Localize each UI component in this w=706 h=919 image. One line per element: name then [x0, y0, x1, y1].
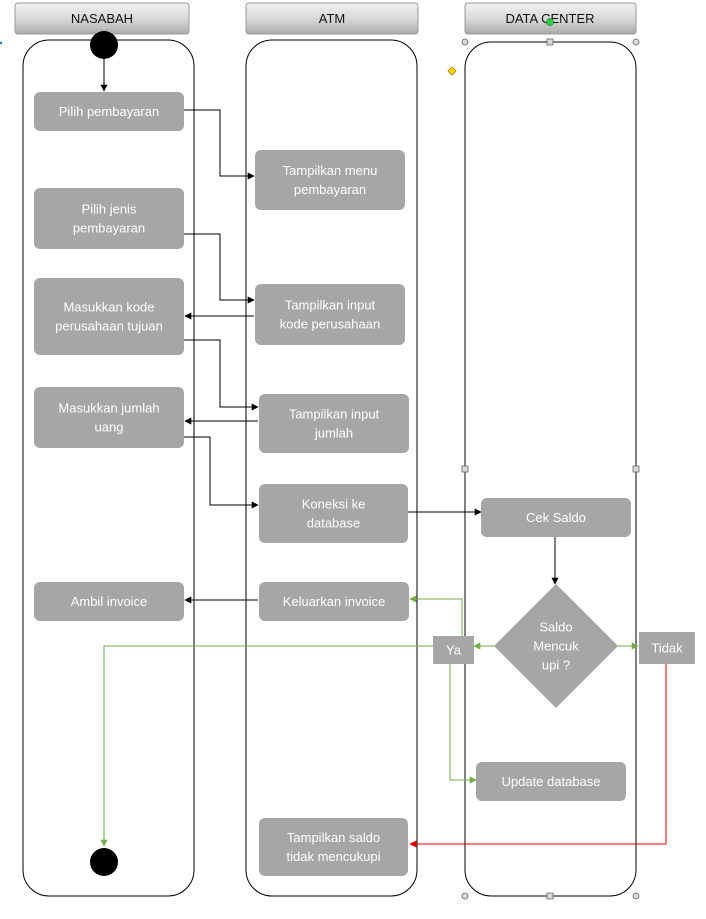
activity-box	[481, 498, 631, 537]
flow-pilih-to-menu	[184, 109, 255, 180]
activity-keluarkan-invoice: Keluarkan invoice	[259, 582, 409, 621]
activity-label: Tampilkan input	[285, 298, 376, 313]
activity-label: Mencuk	[533, 639, 579, 654]
activity-tampilkan-input-jumlah: Tampilkan input jumlah	[259, 394, 409, 453]
activity-box	[34, 582, 184, 621]
flow-tidak-to-saldo-tidak-cukup	[409, 664, 667, 848]
activity-box	[639, 632, 695, 664]
flow-masukkan-kode-to-input-jumlah	[184, 339, 259, 411]
flow-ya-to-update	[449, 664, 477, 784]
activity-label: upi ?	[542, 658, 570, 673]
activity-label: jumlah	[314, 426, 353, 441]
activity-tampilkan-input-kode: Tampilkan input kode perusahaan	[255, 284, 405, 345]
activity-koneksi: Koneksi ke database	[259, 484, 408, 543]
activity-box	[34, 387, 184, 448]
activity-label: Keluarkan invoice	[283, 594, 386, 609]
flow-ya-to-end	[100, 645, 433, 847]
activity-label: Masukkan jumlah	[58, 401, 159, 416]
activity-box	[255, 284, 405, 345]
flow-jenis-to-input-kode	[184, 233, 255, 304]
activity-label: Pilih jenis	[82, 202, 137, 217]
activity-masukkan-kode: Masukkan kode perusahaan tujuan	[34, 278, 184, 355]
activity-label: database	[307, 516, 361, 531]
activity-label: Masukkan kode	[63, 300, 154, 315]
activity-label-tidak: Tidak	[639, 632, 695, 664]
activity-label: perusahaan tujuan	[55, 319, 163, 334]
lane-body-atm	[245, 39, 418, 897]
activity-box	[34, 278, 184, 355]
lane-header-nasabah: NASABAH	[14, 2, 190, 35]
lane-title-atm: ATM	[319, 11, 345, 26]
activity-label: kode perusahaan	[280, 317, 380, 332]
activity-label: Update database	[501, 774, 600, 789]
start-node	[90, 31, 118, 59]
activity-tampilkan-menu: Tampilkan menu pembayaran	[255, 150, 405, 210]
activity-label: pembayaran	[73, 221, 145, 236]
activity-label: uang	[95, 420, 124, 435]
activity-label-ya: Ya	[433, 636, 474, 664]
activity-masukkan-jumlah: Masukkan jumlah uang	[34, 387, 184, 448]
activity-box	[34, 92, 184, 131]
end-node	[90, 848, 118, 876]
activity-box	[34, 188, 184, 249]
activity-ambil-invoice: Ambil invoice	[34, 582, 184, 621]
activity-box	[476, 762, 626, 801]
activity-pilih-pembayaran: Pilih pembayaran	[34, 92, 184, 131]
activity-label: Tidak	[651, 641, 683, 656]
activity-box	[255, 150, 405, 210]
activity-box	[259, 394, 409, 453]
activity-label: Tampilkan saldo	[287, 830, 380, 845]
activity-saldo-tidak-cukup: Tampilkan saldo tidak mencukupi	[259, 818, 408, 876]
lane-title-nasabah: NASABAH	[71, 11, 133, 26]
lane-header-atm: ATM	[245, 2, 419, 35]
activity-pilih-jenis: Pilih jenis pembayaran	[34, 188, 184, 249]
selection-handles[interactable]	[447, 18, 640, 900]
activity-label: tidak mencukupi	[287, 849, 381, 864]
flow-jumlah-to-koneksi	[184, 436, 259, 509]
activity-label: Koneksi ke	[302, 497, 366, 512]
activity-label: Tampilkan menu	[283, 163, 378, 178]
activity-label: Cek Saldo	[526, 510, 586, 525]
activity-box	[433, 636, 474, 664]
stray-dot	[0, 41, 3, 45]
activity-cek-saldo: Cek Saldo	[481, 498, 631, 537]
lane-body-nasabah	[22, 39, 195, 897]
flow-ya-to-keluarkan	[409, 595, 463, 636]
decision-diamond	[494, 584, 618, 708]
activity-label: Pilih pembayaran	[59, 104, 159, 119]
activity-box	[259, 582, 409, 621]
activity-label: Saldo	[539, 620, 572, 635]
activity-label: Tampilkan input	[289, 407, 380, 422]
activity-box	[259, 818, 408, 876]
activity-label: pembayaran	[294, 182, 366, 197]
activity-label: Ya	[446, 643, 462, 658]
activity-box	[259, 484, 408, 543]
activity-update-db: Update database	[476, 762, 626, 801]
activity-label: Ambil invoice	[71, 594, 148, 609]
